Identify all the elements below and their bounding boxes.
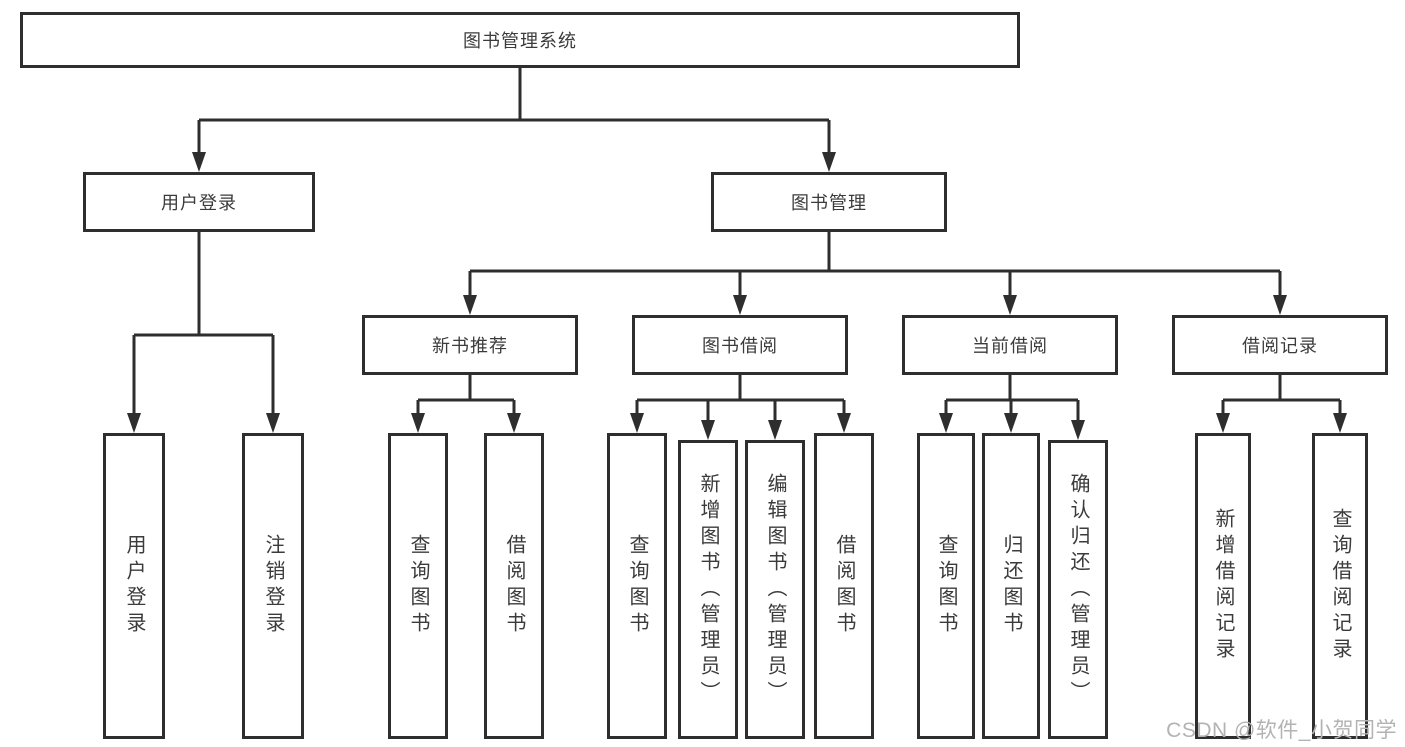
node-book-management-branch: 图书管理 [711, 172, 947, 232]
node-book-borrowing: 图书借阅 [632, 315, 848, 375]
arrowhead [463, 295, 477, 315]
leaf-query-borrow-record: 查询借阅记录 [1312, 433, 1368, 739]
leaf-return-books: 归还图书 [982, 433, 1040, 739]
connector-borrow-to-leaves [635, 375, 846, 421]
node-user-login-branch: 用户登录 [83, 172, 315, 232]
leaf-add-borrow-record: 新增借阅记录 [1195, 433, 1251, 739]
leaf-borrow-books: 借阅图书 [814, 433, 874, 739]
connector-bookmgmt-to-level3 [468, 232, 1282, 296]
leaf-query-books-borrowing: 查询图书 [607, 433, 667, 739]
connector-newbooks-to-leaves [416, 375, 516, 414]
leaf-confirm-return-admin: 确认归还（管理员） [1048, 440, 1108, 739]
arrowhead [1004, 413, 1018, 433]
connector-root-to-level2 [197, 68, 831, 153]
arrowhead [837, 413, 851, 433]
arrowhead [1273, 295, 1287, 315]
arrowhead [1333, 413, 1347, 433]
arrowhead [939, 413, 953, 433]
arrowhead [701, 420, 715, 440]
leaf-logout: 注销登录 [242, 433, 304, 739]
arrowhead [630, 413, 644, 433]
arrowhead [1216, 413, 1230, 433]
leaf-query-books-recommend: 查询图书 [388, 433, 448, 739]
leaf-user-login: 用户登录 [103, 433, 165, 739]
arrowhead [768, 420, 782, 440]
leaf-query-books-current: 查询图书 [917, 433, 975, 739]
arrowhead [266, 413, 280, 433]
leaf-add-books-admin: 新增图书（管理员） [678, 440, 738, 739]
arrowhead [733, 295, 747, 315]
leaf-borrow-books-recommend: 借阅图书 [484, 433, 544, 739]
connector-records-to-leaves [1221, 375, 1342, 414]
node-current-borrowing: 当前借阅 [902, 315, 1118, 375]
node-root-system: 图书管理系统 [20, 12, 1020, 68]
arrowhead [411, 413, 425, 433]
leaf-edit-books-admin: 编辑图书（管理员） [745, 440, 805, 739]
node-new-book-recommend: 新书推荐 [362, 315, 578, 375]
arrowhead [192, 152, 206, 172]
arrowhead [507, 413, 521, 433]
node-borrowing-records: 借阅记录 [1172, 315, 1388, 375]
connector-userlogin-to-leaves [132, 232, 275, 414]
connector-current-to-leaves [944, 375, 1080, 421]
arrowhead [127, 413, 141, 433]
arrowhead [1071, 420, 1085, 440]
arrowhead [1003, 295, 1017, 315]
arrowhead [822, 152, 836, 172]
